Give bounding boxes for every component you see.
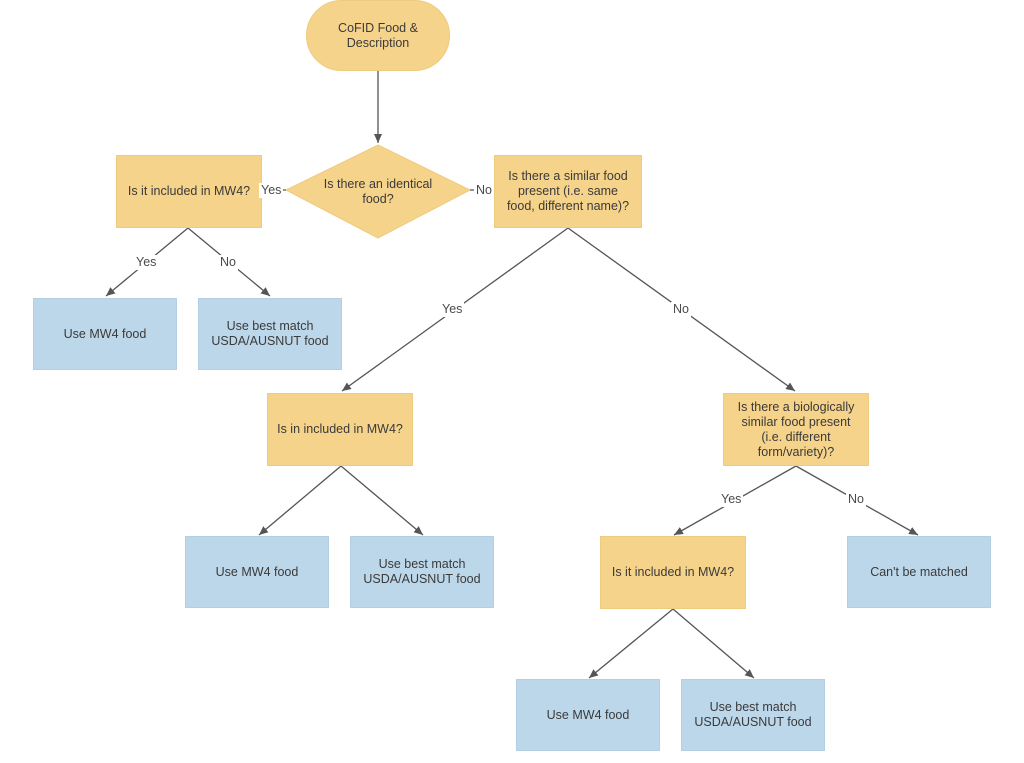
label-similar-no: No [671,302,691,317]
left-best-match-text: Use best match USDA/AUSNUT food [211,319,329,348]
similar-decision: Is there a similar food present (i.e. sa… [494,155,642,228]
cant-match-text: Can't be matched [870,564,968,579]
left-best-match-outcome: Use best match USDA/AUSNUT food [198,298,342,370]
bio-similar-decision-text: Is there a biologically similar food pre… [737,399,855,459]
label-mw4-left-yes: Yes [134,255,159,270]
edge-right-included-left [588,608,674,679]
similar-decision-text: Is there a similar food present (i.e. sa… [506,169,630,213]
bottom-best-match-text: Use best match USDA/AUSNUT food [694,700,812,729]
label-similar-yes: Yes [440,302,465,317]
left-use-mw4-text: Use MW4 food [63,326,147,341]
label-bio-yes: Yes [719,492,744,507]
mid-best-match-text: Use best match USDA/AUSNUT food [363,557,481,586]
label-bio-no: No [846,492,866,507]
mid-use-mw4-text: Use MW4 food [215,564,299,579]
identical-decision-text: Is there an identical food? [323,176,433,206]
bottom-use-mw4-text: Use MW4 food [546,707,630,722]
bio-similar-decision: Is there a biologically similar food pre… [723,393,869,466]
mid-best-match-outcome: Use best match USDA/AUSNUT food [350,536,494,608]
start-node-text: CoFID Food & Description [338,20,418,50]
label-mw4-left-no: No [218,255,238,270]
left-use-mw4-outcome: Use MW4 food [33,298,177,370]
label-identical-no: No [474,183,494,198]
right-included-decision: Is it included in MW4? [600,536,746,609]
label-identical-yes: Yes [259,183,284,198]
edge-right-included-right [672,608,755,679]
cant-match-outcome: Can't be matched [847,536,991,608]
bottom-best-match-outcome: Use best match USDA/AUSNUT food [681,679,825,751]
mid-included-decision-text: Is in included in MW4? [277,422,403,436]
edge-mid-included-right [340,465,424,536]
right-included-decision-text: Is it included in MW4? [611,565,735,579]
mid-included-decision: Is in included in MW4? [267,393,413,466]
mw4-left-decision-text: Is it included in MW4? [127,184,251,198]
mid-use-mw4-outcome: Use MW4 food [185,536,329,608]
mw4-left-decision: Is it included in MW4? [116,155,262,228]
edge-mid-included-left [258,465,342,536]
identical-decision-diamond [284,144,472,239]
identical-decision: Is there an identical food? [286,145,470,238]
start-node: CoFID Food & Description [306,0,450,71]
bottom-use-mw4-outcome: Use MW4 food [516,679,660,751]
